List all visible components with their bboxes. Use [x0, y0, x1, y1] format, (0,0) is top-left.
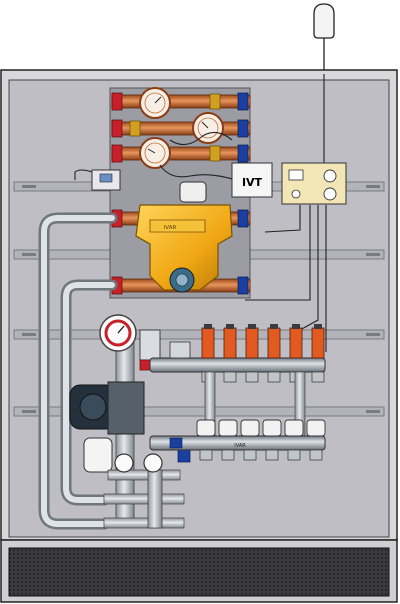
- thermostatic-head: [179, 181, 207, 203]
- actuator-motor: [83, 437, 113, 473]
- controller-brand-label: IVT: [242, 176, 263, 189]
- return-manifold: IVAR: [149, 419, 326, 461]
- valve-cap: [306, 419, 326, 437]
- ventilation-grille: [8, 547, 390, 597]
- thermostat-bulb-icon: [313, 3, 335, 74]
- supply-manifold: [149, 324, 326, 383]
- supply-return-pipes: [38, 212, 118, 530]
- valve-cap: [218, 419, 238, 437]
- valve-cap-row: [196, 419, 326, 437]
- valve-icon: [237, 92, 249, 111]
- valve-icon: [237, 276, 249, 295]
- rail: [13, 329, 385, 340]
- water-meter-row: [111, 137, 251, 169]
- valve-icon: [111, 119, 123, 138]
- controller-knob: [323, 187, 337, 201]
- mixing-valve-group: IVAR: [111, 181, 251, 295]
- valve-icon: [111, 144, 123, 163]
- water-meter-dial: [192, 112, 224, 144]
- controller-knob: [323, 169, 337, 183]
- actuator-box: IVT: [231, 162, 273, 198]
- valve-cap: [262, 419, 282, 437]
- flowmeter: [223, 327, 237, 359]
- wiring: [74, 74, 327, 352]
- rail-slots: [22, 185, 380, 413]
- manifold-brand-label: IVAR: [234, 443, 246, 449]
- gauge-icon: [143, 453, 163, 473]
- rail: [13, 406, 385, 417]
- water-meter-row: [111, 112, 251, 144]
- flowmeter: [289, 327, 303, 359]
- flowmeter: [245, 327, 259, 359]
- controller-icon: [281, 162, 347, 205]
- flowmeter: [267, 327, 281, 359]
- valve-icon: [237, 144, 249, 163]
- valve-icon: [237, 209, 249, 228]
- valve-icon: [111, 92, 123, 111]
- valve-cap: [196, 419, 216, 437]
- water-meter-row: [111, 87, 251, 119]
- mixing-group-brand: IVAR: [164, 225, 177, 231]
- controller-display: [288, 169, 304, 181]
- flowmeter-row: [201, 327, 325, 359]
- sensor-box: [91, 169, 121, 191]
- gauge-icon: [114, 453, 134, 473]
- flowmeter: [311, 327, 325, 359]
- flowmeter: [201, 327, 215, 359]
- valve-cap: [240, 419, 260, 437]
- valve-icon: [237, 119, 249, 138]
- valve-cap: [284, 419, 304, 437]
